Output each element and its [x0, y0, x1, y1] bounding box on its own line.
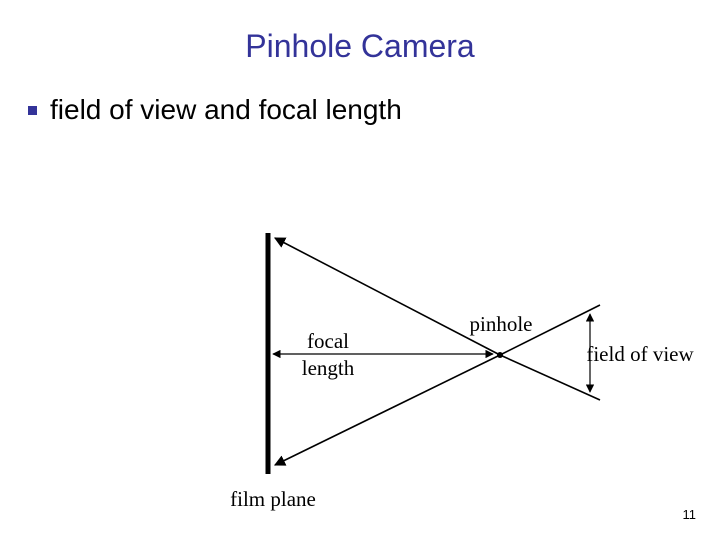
pinhole-dot	[497, 352, 503, 358]
bullet-text: field of view and focal length	[50, 94, 402, 125]
upper-ray	[274, 237, 501, 356]
upper-ray-outside	[499, 304, 601, 356]
bullet-item: field of view and focal length	[28, 94, 402, 126]
focal-label-line1: focal	[307, 329, 349, 353]
pinhole-label: pinhole	[470, 312, 533, 336]
page-number: 11	[682, 507, 697, 522]
lower-ray-outside	[499, 354, 601, 401]
square-bullet-icon	[28, 105, 37, 115]
field-of-view-label: field of view	[586, 342, 694, 366]
film-plane-label: film plane	[230, 487, 316, 511]
lower-ray	[273, 354, 501, 466]
slide-title: Pinhole Camera	[245, 28, 475, 64]
focal-label-line2: length	[302, 356, 355, 380]
